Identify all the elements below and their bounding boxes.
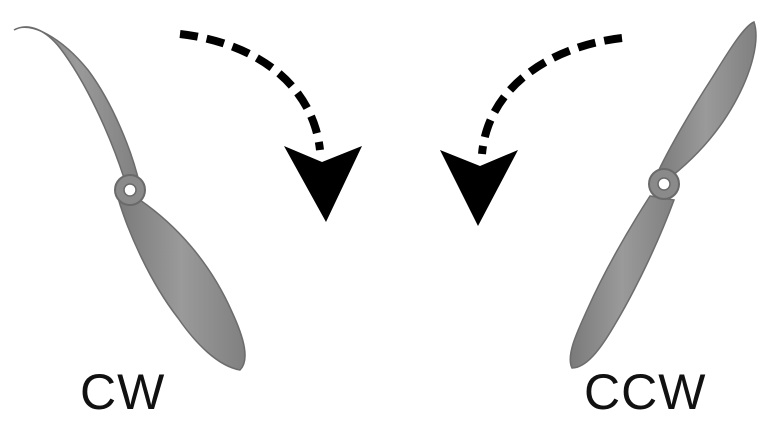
propeller-ccw-lower-blade	[570, 196, 674, 368]
propeller-cw-icon	[14, 27, 245, 370]
arrow-right-dashed-shaft	[482, 38, 622, 154]
curved-dashed-arrow-down-right-icon	[180, 34, 362, 222]
propeller-ccw-hub-hole	[658, 178, 670, 190]
arrow-left-head	[284, 146, 362, 222]
arrow-left-dashed-shaft	[180, 34, 320, 150]
ccw-label: CCW	[584, 367, 706, 417]
propeller-cw-upper-blade	[14, 27, 140, 186]
propeller-cw-lower-blade	[118, 198, 245, 370]
arrow-right-head	[440, 150, 518, 226]
cw-label: CW	[80, 367, 165, 417]
propeller-cw-hub-hole	[124, 184, 136, 196]
propeller-ccw-icon	[570, 22, 756, 368]
curved-dashed-arrow-down-left-icon	[440, 38, 622, 226]
propeller-ccw-upper-blade	[656, 22, 756, 176]
